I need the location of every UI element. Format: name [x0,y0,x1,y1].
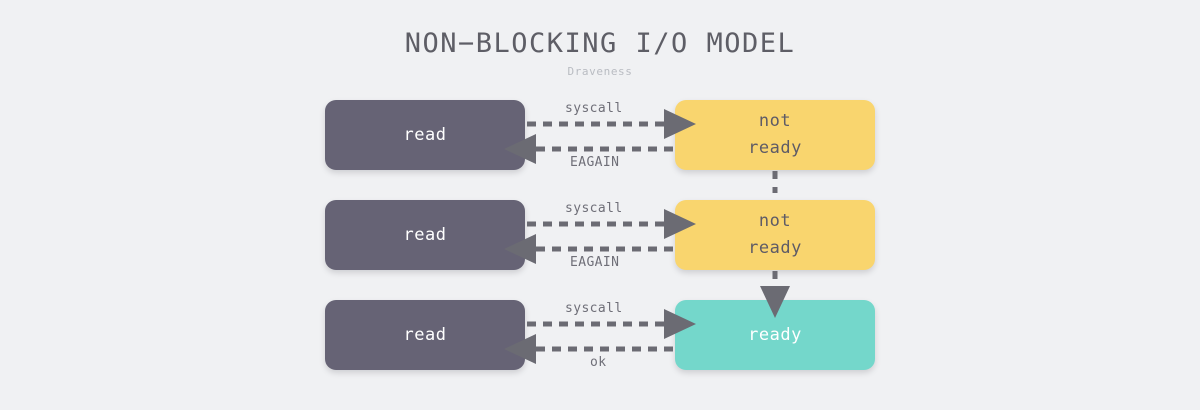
state-box-row-1: not ready [675,100,875,170]
read-box-row-3: read [325,300,525,370]
response-label-row-2: EAGAIN [570,255,620,270]
read-box-row-1: read [325,100,525,170]
read-box-row-2: read [325,200,525,270]
page-subtitle: Draveness [567,65,633,78]
request-label-row-3: syscall [565,301,623,316]
page-title: NON−BLOCKING I/O MODEL [404,28,796,59]
response-label-row-3: ok [590,355,607,370]
request-label-row-2: syscall [565,201,623,216]
state-box-row-3: ready [675,300,875,370]
request-label-row-1: syscall [565,101,623,116]
state-box-row-2: not ready [675,200,875,270]
response-label-row-1: EAGAIN [570,155,620,170]
